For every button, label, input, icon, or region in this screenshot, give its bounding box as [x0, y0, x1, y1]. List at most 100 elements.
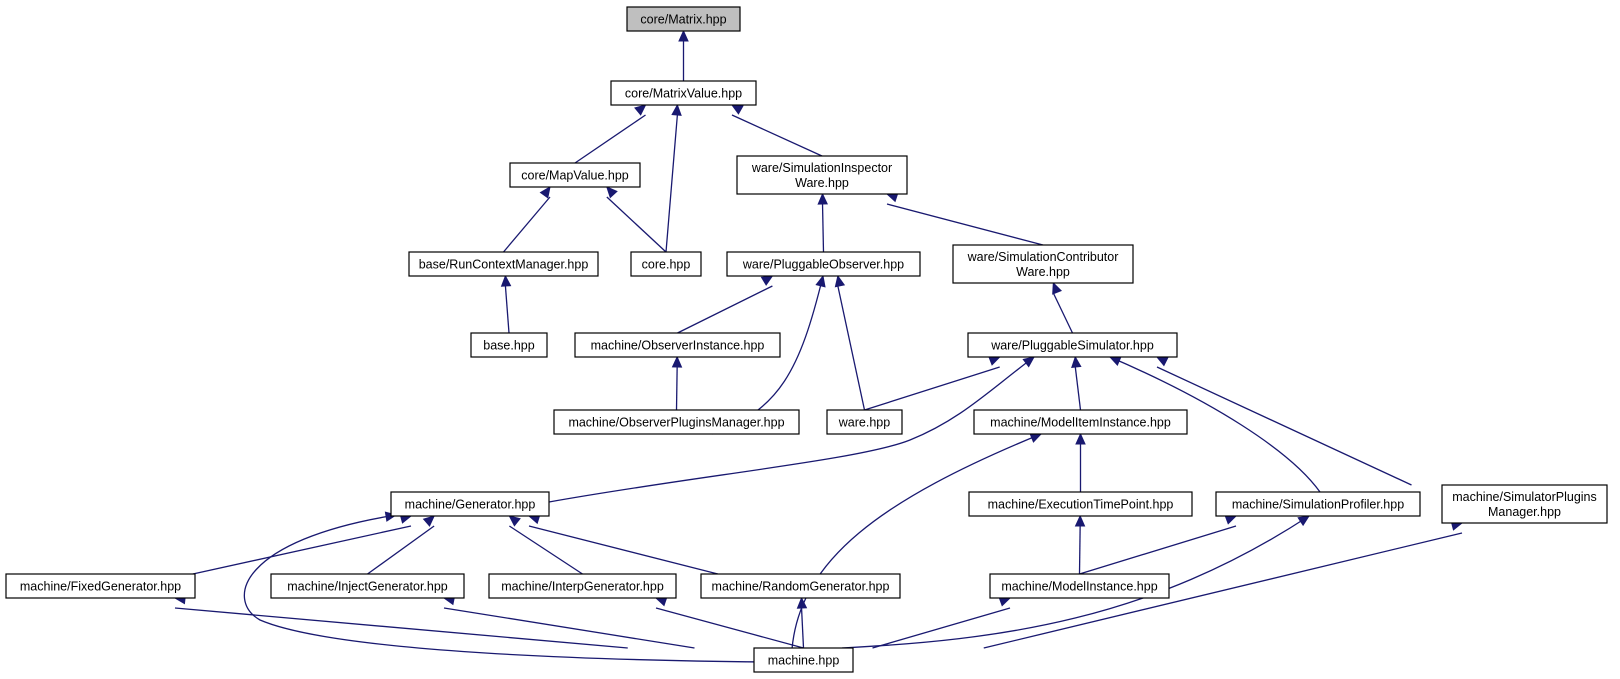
- edge-machinehpp-to-interpgen: [654, 596, 804, 649]
- node-box[interactable]: [726, 251, 921, 277]
- node-label: machine/Generator.hpp: [405, 498, 536, 512]
- node-label: ware/SimulationContributor: [967, 250, 1119, 264]
- node-pluggableobs[interactable]: ware/PluggableObserver.hpp: [726, 251, 921, 277]
- arrowhead-icon: [815, 274, 826, 288]
- node-box[interactable]: [826, 409, 903, 435]
- node-box[interactable]: [753, 647, 854, 673]
- node-obsplugins[interactable]: machine/ObserverPluginsManager.hpp: [553, 409, 800, 435]
- arrowhead-icon: [508, 515, 521, 527]
- node-label: machine/InterpGenerator.hpp: [501, 580, 664, 594]
- edge-obsplugins-to-obsinstance: [671, 355, 683, 411]
- edge-machinehpp-to-simprofiler: [841, 515, 1311, 649]
- arrowhead-icon: [678, 29, 689, 42]
- arrowhead-icon: [1071, 355, 1082, 368]
- edge-pluggablesim-to-simcontrib: [1052, 281, 1074, 334]
- arrowhead-icon: [606, 186, 618, 199]
- edge-exectime-to-modelitem: [1075, 432, 1086, 492]
- arrowhead-icon: [671, 355, 683, 368]
- edge-machinehpp-to-fixedgen: [173, 593, 628, 649]
- node-box[interactable]: [952, 244, 1134, 284]
- node-label: machine/ModelInstance.hpp: [1001, 580, 1157, 594]
- edge-machinehpp-to-randomgen: [796, 596, 808, 649]
- node-modelinstance[interactable]: machine/ModelInstance.hpp: [989, 573, 1170, 599]
- node-label: ware/PluggableSimulator.hpp: [990, 339, 1154, 353]
- node-basehpp[interactable]: base.hpp: [470, 332, 548, 358]
- edge-siminspector-to-matrixvalue: [730, 104, 823, 157]
- node-label: machine.hpp: [768, 654, 840, 668]
- node-box[interactable]: [610, 80, 757, 106]
- edge-matrixvalue-to-matrix: [678, 29, 689, 81]
- node-box[interactable]: [626, 6, 741, 32]
- node-label: core/MapValue.hpp: [521, 169, 629, 183]
- node-runcontext[interactable]: base/RunContextManager.hpp: [408, 251, 599, 277]
- node-label: core/MatrixValue.hpp: [625, 87, 742, 101]
- node-warehpp[interactable]: ware.hpp: [826, 409, 903, 435]
- node-interpgen[interactable]: machine/InterpGenerator.hpp: [488, 573, 677, 599]
- edge-simplugins-to-pluggablesim: [1155, 356, 1412, 486]
- node-box[interactable]: [967, 332, 1178, 358]
- node-box[interactable]: [270, 573, 465, 599]
- node-box[interactable]: [488, 573, 677, 599]
- node-mapvalue[interactable]: core/MapValue.hpp: [509, 162, 641, 188]
- node-box[interactable]: [553, 409, 800, 435]
- node-corehpp[interactable]: core.hpp: [630, 251, 702, 277]
- edge-generator-to-pluggablesim: [548, 356, 1035, 503]
- edge-modelinstance-to-exectime: [1074, 514, 1086, 575]
- node-label: base.hpp: [483, 339, 534, 353]
- node-box[interactable]: [630, 251, 702, 277]
- node-box[interactable]: [509, 162, 641, 188]
- node-box[interactable]: [989, 573, 1170, 599]
- node-injectgen[interactable]: machine/InjectGenerator.hpp: [270, 573, 465, 599]
- edge-fixedgen-to-generator: [192, 513, 413, 575]
- node-box[interactable]: [1441, 484, 1608, 524]
- node-label: Ware.hpp: [1016, 265, 1070, 279]
- node-box[interactable]: [574, 332, 781, 358]
- node-matrixvalue[interactable]: core/MatrixValue.hpp: [610, 80, 757, 106]
- node-obsinstance[interactable]: machine/ObserverInstance.hpp: [574, 332, 781, 358]
- node-matrix[interactable]: core/Matrix.hpp: [626, 6, 741, 32]
- edges-layer: [173, 29, 1464, 663]
- arrowhead-icon: [796, 596, 808, 609]
- arrowhead-icon: [1074, 514, 1086, 527]
- node-pluggablesim[interactable]: ware/PluggableSimulator.hpp: [967, 332, 1178, 358]
- arrowhead-icon: [671, 103, 682, 116]
- arrowhead-icon: [1297, 515, 1311, 527]
- edge-modelitem-to-pluggablesim: [1071, 355, 1082, 411]
- node-box[interactable]: [968, 491, 1193, 517]
- edge-runcontext-to-mapvalue: [503, 186, 551, 253]
- arrowhead-icon: [1022, 356, 1035, 368]
- node-box[interactable]: [700, 573, 901, 599]
- node-label: base/RunContextManager.hpp: [419, 258, 589, 272]
- node-modelitem[interactable]: machine/ModelItemInstance.hpp: [973, 409, 1188, 435]
- node-box[interactable]: [736, 155, 908, 195]
- arrowhead-icon: [1052, 281, 1063, 295]
- node-simprofiler[interactable]: machine/SimulationProfiler.hpp: [1215, 491, 1421, 517]
- node-box[interactable]: [470, 332, 548, 358]
- node-box[interactable]: [973, 409, 1188, 435]
- node-label: ware.hpp: [838, 416, 890, 430]
- node-fixedgen[interactable]: machine/FixedGenerator.hpp: [5, 573, 196, 599]
- edge-machinehpp-to-injectgen: [442, 594, 695, 649]
- node-box[interactable]: [408, 251, 599, 277]
- arrowhead-icon: [1075, 432, 1086, 445]
- node-label: machine/FixedGenerator.hpp: [20, 580, 181, 594]
- node-generator[interactable]: machine/Generator.hpp: [390, 491, 550, 517]
- edge-simcontrib-to-siminspector: [885, 192, 1044, 246]
- node-exectime[interactable]: machine/ExecutionTimePoint.hpp: [968, 491, 1193, 517]
- node-box[interactable]: [390, 491, 550, 517]
- arrowhead-icon: [760, 275, 774, 286]
- edge-warehpp-to-pluggablesim: [864, 355, 1001, 411]
- edge-corehpp-to-mapvalue: [606, 186, 667, 253]
- node-machinehpp[interactable]: machine.hpp: [753, 647, 854, 673]
- arrowhead-icon: [817, 192, 828, 205]
- node-randomgen[interactable]: machine/RandomGenerator.hpp: [700, 573, 901, 599]
- node-box[interactable]: [1215, 491, 1421, 517]
- arrowhead-icon: [1029, 433, 1043, 443]
- arrowhead-icon: [834, 274, 846, 288]
- node-box[interactable]: [5, 573, 196, 599]
- edge-obsinstance-to-pluggableobs: [677, 275, 774, 334]
- node-label: machine/ExecutionTimePoint.hpp: [988, 498, 1174, 512]
